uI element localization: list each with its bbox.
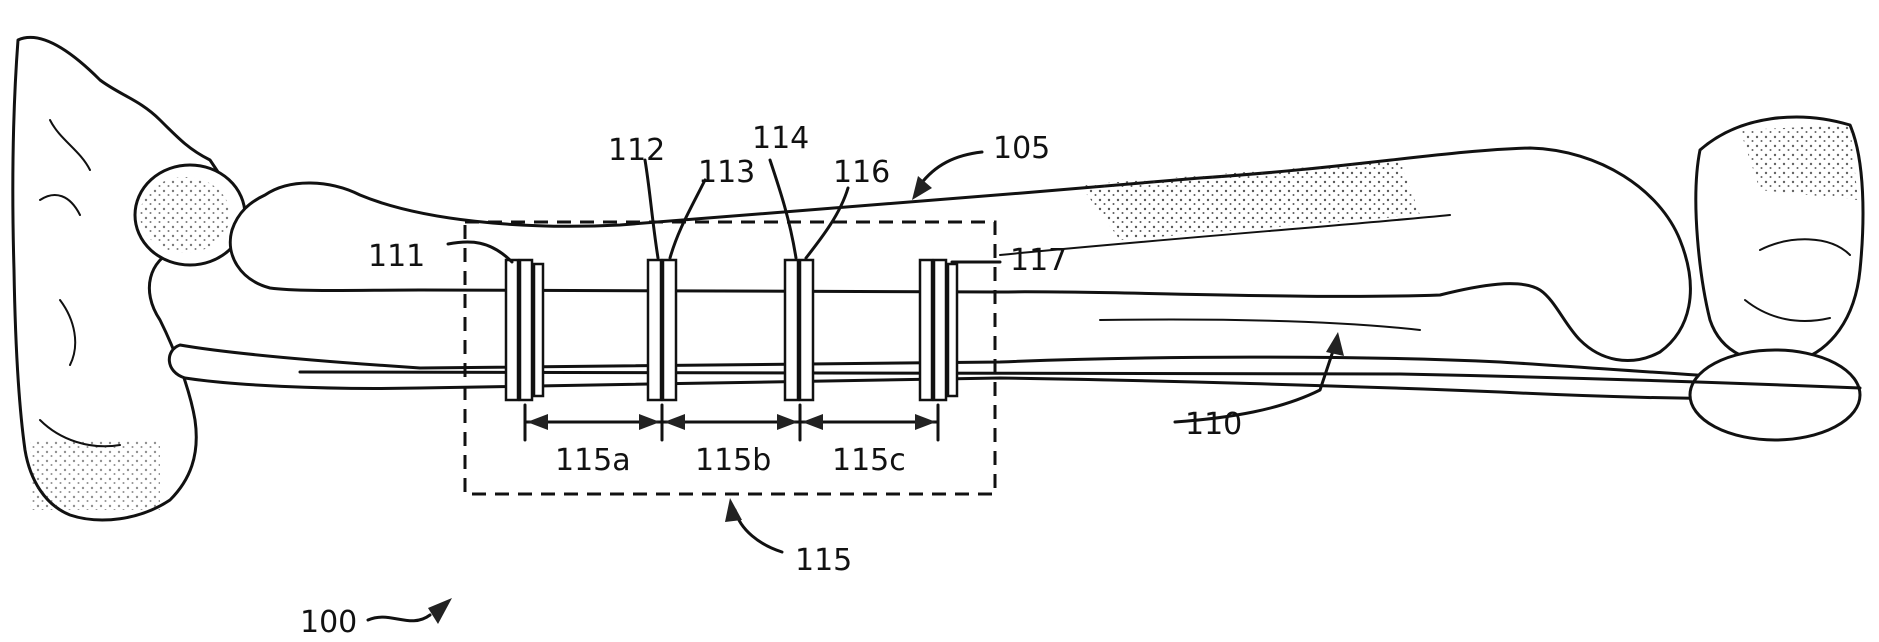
label-100: 100 — [300, 605, 357, 640]
implant-band-4 — [920, 260, 957, 400]
label-110: 110 — [1185, 407, 1242, 442]
pelvis-shading — [30, 440, 160, 510]
label-112: 112 — [608, 133, 665, 168]
label-116: 116 — [833, 155, 890, 190]
label-105: 105 — [993, 131, 1050, 166]
label-113: 113 — [698, 155, 755, 190]
implant-band-1 — [506, 260, 543, 400]
label-115a: 115a — [555, 443, 631, 478]
lower-knee-bulb — [1690, 350, 1860, 440]
label-115: 115 — [795, 543, 852, 578]
label-117: 117 — [1010, 243, 1067, 278]
label-111: 111 — [368, 239, 425, 274]
implant-band-2 — [648, 260, 676, 400]
dimension-arrows — [525, 405, 938, 440]
label-114: 114 — [752, 121, 809, 156]
label-115b: 115b — [695, 443, 771, 478]
label-115c: 115c — [832, 443, 906, 478]
joint-ball-shading — [140, 177, 230, 253]
implant-band-3 — [785, 260, 813, 400]
upper-bone-105 — [230, 148, 1690, 361]
